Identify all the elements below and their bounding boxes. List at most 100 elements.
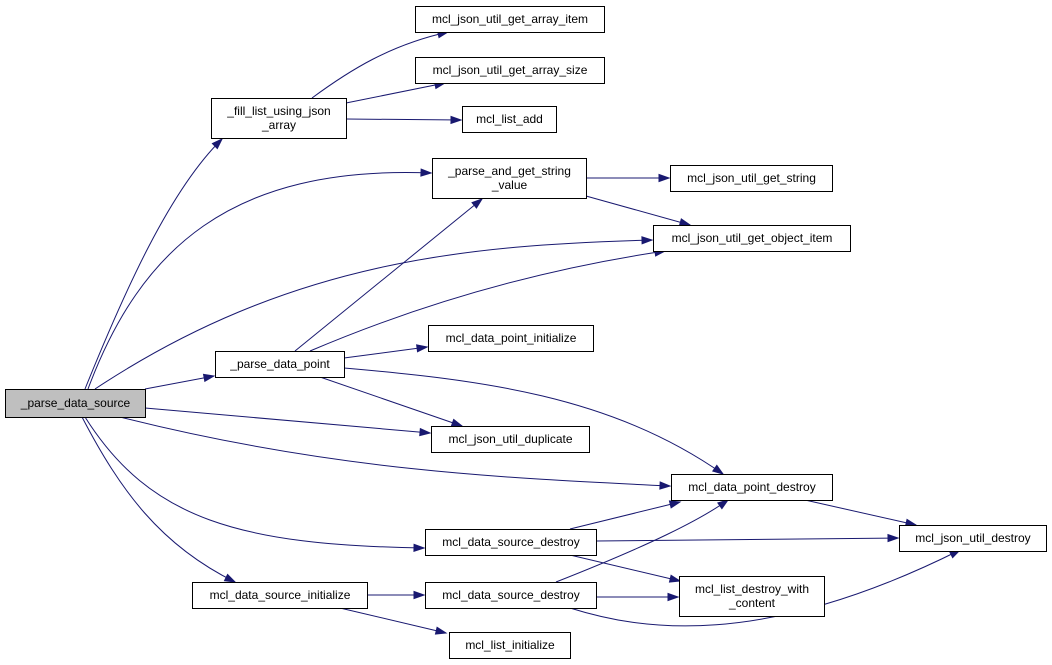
node-label: mcl_list_destroy_with <box>695 582 809 596</box>
arrow-head-icon <box>413 543 426 553</box>
node-label: mcl_json_util_destroy <box>915 531 1030 545</box>
edges-layer <box>81 30 962 635</box>
arrow-head-icon <box>668 574 682 583</box>
node-dp-initialize[interactable]: mcl_data_point_initialize <box>428 325 594 352</box>
node-box <box>899 525 1047 552</box>
edge-ds-destroy-1-to-list-destroy-with-content <box>569 554 682 583</box>
arrow-head-icon <box>668 500 682 509</box>
node-json-destroy[interactable]: mcl_json_util_destroy <box>899 525 1047 552</box>
node-label: mcl_json_util_get_string <box>687 171 816 185</box>
edge-parse-data-point-to-duplicate <box>319 376 464 427</box>
node-label: _parse_data_point <box>229 357 330 371</box>
edge-ds-destroy-2-to-list-destroy-with-content <box>596 592 680 602</box>
node-ds-destroy-1[interactable]: mcl_data_source_destroy <box>425 529 597 556</box>
node-box <box>653 225 851 252</box>
node-duplicate[interactable]: mcl_json_util_duplicate <box>431 426 590 453</box>
node-label: mcl_data_point_destroy <box>688 480 815 494</box>
arrow-head-icon <box>223 573 237 583</box>
node-label: _content <box>728 596 776 610</box>
arrow-head-icon <box>211 137 224 150</box>
arrow-head-icon <box>420 168 433 177</box>
edge-ds-destroy-1-to-dp-destroy <box>569 500 682 530</box>
edge-parse-data-point-to-dp-initialize <box>343 344 429 359</box>
node-parse-and-get-string[interactable]: _parse_and_get_string_value <box>432 158 587 199</box>
node-list-destroy-with-content[interactable]: mcl_list_destroy_with_content <box>679 576 825 617</box>
edge-parse-data-source-to-ds-initialize <box>81 416 237 583</box>
node-box <box>415 57 605 84</box>
node-get-array-item[interactable]: mcl_json_util_get_array_item <box>415 6 605 33</box>
node-box <box>211 98 347 139</box>
edge-ds-destroy-2-to-dp-destroy <box>555 499 730 583</box>
edge-parse-data-source-to-parse-data-point <box>144 373 216 390</box>
node-label: mcl_data_source_destroy <box>442 535 579 549</box>
edge-line <box>343 367 724 475</box>
edge-line <box>595 537 899 542</box>
edge-parse-data-source-to-get-object-item <box>94 236 654 390</box>
edge-ds-initialize-to-ds-destroy-2 <box>367 590 426 600</box>
edge-line <box>84 416 425 549</box>
node-label: mcl_data_source_initialize <box>210 588 351 602</box>
edge-line <box>319 376 463 427</box>
node-get-string[interactable]: mcl_json_util_get_string <box>670 165 833 192</box>
edge-parse-and-get-string-to-get-string <box>586 173 671 183</box>
node-list-initialize[interactable]: mcl_list_initialize <box>449 632 571 659</box>
node-box <box>425 582 597 609</box>
arrow-head-icon <box>450 418 464 427</box>
arrow-head-icon <box>416 344 429 353</box>
edge-ds-destroy-1-to-json-destroy <box>595 533 900 543</box>
arrow-head-icon <box>678 218 692 227</box>
node-ds-destroy-2[interactable]: mcl_data_source_destroy <box>425 582 597 609</box>
node-label: _value <box>491 178 528 192</box>
edge-line <box>87 171 432 390</box>
node-ds-initialize[interactable]: mcl_data_source_initialize <box>192 582 368 609</box>
edge-line <box>339 607 447 634</box>
node-parse-data-point[interactable]: _parse_data_point <box>215 351 345 378</box>
arrow-head-icon <box>413 590 426 600</box>
node-box <box>5 389 146 418</box>
arrow-head-icon <box>419 427 432 437</box>
arrow-head-icon <box>717 499 730 510</box>
arrow-head-icon <box>641 236 654 245</box>
edge-line <box>84 138 223 390</box>
node-dp-destroy[interactable]: mcl_data_point_destroy <box>671 474 833 501</box>
arrow-head-icon <box>887 533 900 543</box>
node-box <box>425 529 597 556</box>
edge-dp-destroy-to-json-destroy <box>804 499 918 527</box>
edge-parse-data-source-to-parse-and-get-string <box>87 168 433 390</box>
node-parse-data-source[interactable]: _parse_data_source <box>5 389 146 418</box>
node-list-add[interactable]: mcl_list_add <box>462 106 557 133</box>
node-get-array-size[interactable]: mcl_json_util_get_array_size <box>415 57 605 84</box>
node-label: mcl_json_util_duplicate <box>448 432 572 446</box>
node-label: mcl_data_source_destroy <box>442 588 579 602</box>
node-label: _fill_list_using_json <box>226 104 330 118</box>
node-box <box>428 325 594 352</box>
edge-parse-data-source-to-duplicate <box>144 407 432 437</box>
nodes-layer: _parse_data_source_fill_list_using_json_… <box>5 6 1047 659</box>
edge-line <box>81 416 236 583</box>
node-label: _array <box>261 118 296 132</box>
node-get-object-item[interactable]: mcl_json_util_get_object_item <box>653 225 851 252</box>
edge-line <box>569 554 681 582</box>
arrow-head-icon <box>471 198 484 209</box>
node-label: _parse_data_source <box>20 396 131 410</box>
node-label: mcl_json_util_get_object_item <box>672 231 833 245</box>
edge-line <box>144 407 431 434</box>
node-box <box>215 351 345 378</box>
arrow-head-icon <box>202 373 216 383</box>
node-box <box>432 158 587 199</box>
edge-line <box>555 499 729 583</box>
edge-fill-list-to-list-add <box>345 115 463 125</box>
node-label: mcl_list_initialize <box>465 638 555 652</box>
edge-line <box>119 416 671 487</box>
edge-line <box>569 501 681 530</box>
edge-line <box>569 549 961 627</box>
edge-line <box>345 118 462 121</box>
edge-line <box>585 195 691 226</box>
edge-parse-data-point-to-parse-and-get-string <box>294 198 484 352</box>
node-fill-list[interactable]: _fill_list_using_json_array <box>211 98 347 139</box>
node-box <box>462 106 557 133</box>
edge-parse-data-source-to-fill-list <box>84 137 224 390</box>
node-box <box>415 6 605 33</box>
node-box <box>449 632 571 659</box>
